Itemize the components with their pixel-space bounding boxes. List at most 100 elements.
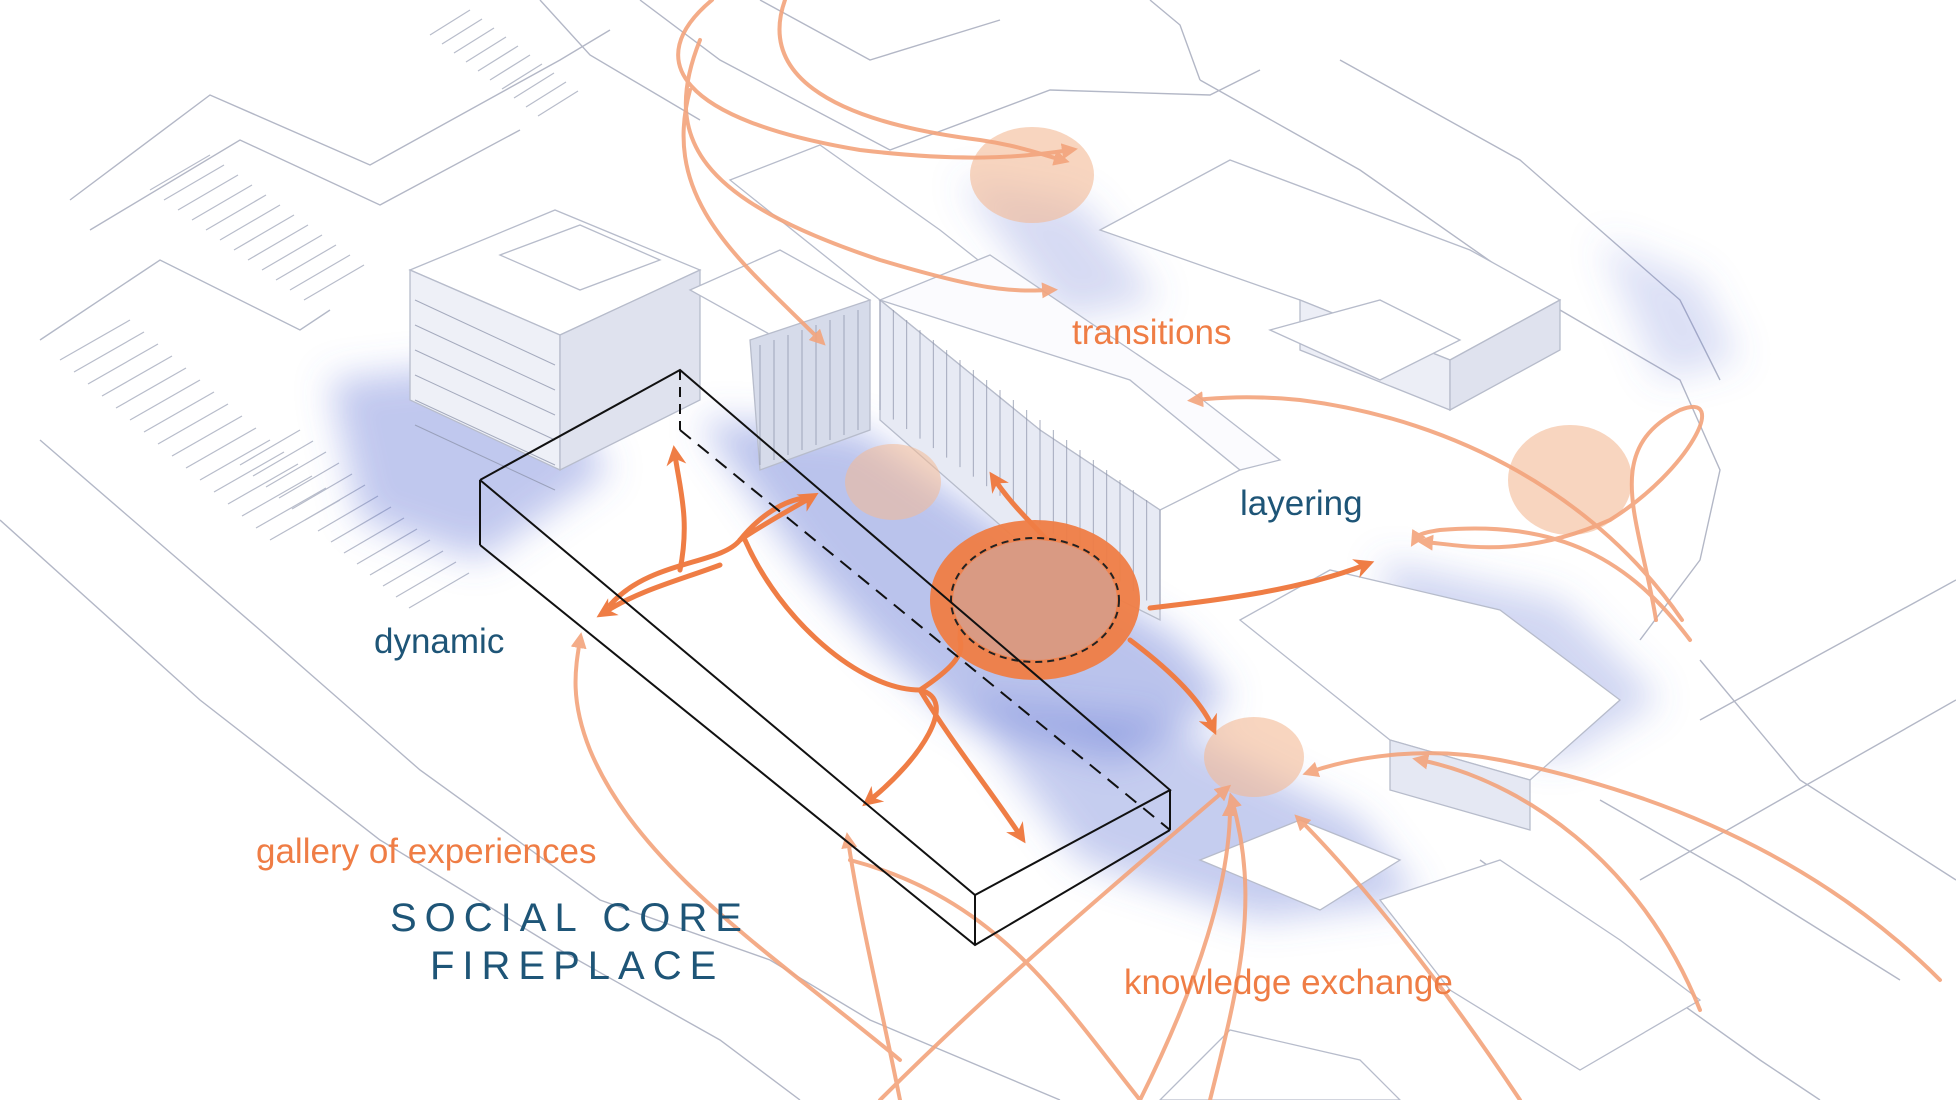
- label-knowledge-exchange: knowledge exchange: [1124, 963, 1453, 1002]
- flow-line: [1138, 800, 1238, 1100]
- street-edge: [89, 129, 521, 231]
- flow-line: [681, 88, 826, 346]
- label-layering: layering: [1240, 484, 1363, 523]
- parking-stall-line: [59, 319, 131, 361]
- parking-stall-line: [291, 473, 353, 510]
- zone-plaza: [1204, 717, 1304, 797]
- core-dashed-edge: [950, 537, 1120, 663]
- flow-line: [841, 832, 902, 1100]
- label-gallery-of-experiences: gallery of experiences: [256, 832, 597, 871]
- parking-stall-line: [537, 90, 579, 117]
- facade-floor-line: [414, 299, 556, 366]
- parking-stall-line: [185, 427, 257, 469]
- parking-stall-line: [177, 174, 239, 211]
- parking-stall-line: [191, 184, 253, 221]
- street-edge: [639, 0, 1261, 151]
- facade-floor-line: [414, 374, 556, 441]
- flow-line: [570, 632, 902, 1062]
- activity-zones: [845, 127, 1632, 797]
- flow-line: [1417, 404, 1705, 622]
- facade-floor-line: [414, 399, 556, 466]
- parking-stall-line: [101, 355, 173, 397]
- parking-stall-line: [453, 27, 495, 54]
- title-line-1: SOCIAL CORE: [390, 896, 750, 940]
- parking-stall-line: [289, 254, 351, 291]
- facade-details: [414, 299, 1161, 610]
- label-transitions: transitions: [1072, 313, 1232, 352]
- social-core: [930, 520, 1140, 680]
- facade-floor-line: [414, 424, 556, 491]
- parking-stall-line: [241, 475, 313, 517]
- parking-stall-line: [369, 539, 431, 576]
- parking-stall-line: [303, 264, 365, 301]
- west-block-front: [559, 268, 701, 472]
- canopy-top: [878, 254, 1282, 471]
- parking-stall-line: [477, 45, 519, 72]
- arrow-layering: [1147, 559, 1375, 611]
- core-fill: [953, 540, 1117, 660]
- flow-line: [848, 858, 1142, 1100]
- core-branch: [917, 687, 1026, 844]
- parking-stall-line: [87, 343, 159, 385]
- zone-east: [1508, 425, 1632, 535]
- label-dynamic: dynamic: [374, 622, 505, 661]
- street-edge: [759, 0, 1001, 61]
- flow-line: [777, 0, 1070, 166]
- arrow-northeast: [737, 492, 819, 543]
- parking-stall-line: [157, 403, 229, 445]
- parking-stall-line: [265, 451, 327, 488]
- street-edge: [69, 29, 611, 201]
- arrow-north: [666, 445, 687, 573]
- flow-lines: [570, 0, 1942, 1100]
- facade-floor-line: [414, 349, 556, 416]
- ne-building-front: [1449, 298, 1561, 412]
- parking-stall-line: [227, 463, 299, 505]
- parking-stall-line: [261, 234, 323, 271]
- parking-stalls-north: [149, 9, 579, 301]
- parking-stall-line: [199, 439, 271, 481]
- parking-stall-line: [219, 204, 281, 241]
- facade-floor-line: [414, 324, 556, 391]
- parking-stall-line: [233, 214, 295, 251]
- volume-hidden-edge: [679, 429, 1171, 831]
- parking-stall-line: [275, 244, 337, 281]
- parking-stall-line: [513, 72, 555, 99]
- parking-stall-line: [429, 9, 471, 36]
- south-building-top: [1378, 859, 1702, 1071]
- flow-line: [1412, 753, 1702, 1012]
- parking-stall-line: [441, 18, 483, 45]
- core-branch: [742, 537, 923, 693]
- street-edge: [539, 0, 701, 121]
- zone-courtyard: [845, 444, 941, 520]
- arrow-west: [596, 562, 723, 618]
- south-west-building-top: [1159, 1029, 1401, 1100]
- parking-stall-line: [247, 224, 309, 261]
- parking-stall-line: [171, 415, 243, 457]
- fireplace-volume-outline: [479, 368, 1172, 947]
- street-edge: [1199, 79, 1721, 641]
- parking-stall-line: [129, 379, 201, 421]
- street-edge: [39, 259, 331, 341]
- parking-stall-line: [213, 451, 285, 493]
- plaza-building-top: [1198, 819, 1402, 911]
- parking-stall-line: [465, 36, 507, 63]
- parking-stall-line: [501, 63, 543, 90]
- core-branch: [607, 495, 808, 608]
- street-edge: [1149, 0, 1201, 81]
- title-line-2: FIREPLACE: [430, 944, 725, 988]
- parking-stall-line: [239, 429, 301, 466]
- street-edge: [1599, 799, 1901, 981]
- arrow-plaza: [1127, 637, 1217, 736]
- parking-stall-line: [382, 550, 444, 587]
- buildings: [408, 144, 1702, 1100]
- parking-stall-line: [525, 81, 567, 108]
- west-annex-top: [498, 224, 662, 291]
- street-edge: [1699, 579, 1956, 721]
- parking-stall-line: [115, 367, 187, 409]
- flow-line: [1294, 814, 1522, 1100]
- parking-stall-line: [489, 54, 531, 81]
- glass-pavilion-front: [749, 299, 871, 471]
- flow-line: [676, 0, 1078, 160]
- flow-line: [1187, 391, 1684, 622]
